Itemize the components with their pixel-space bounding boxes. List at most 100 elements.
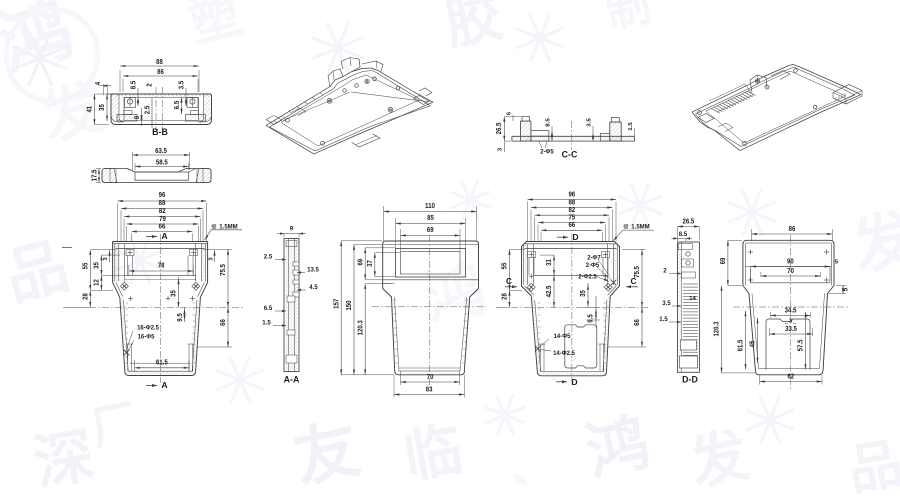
svg-text:70: 70: [427, 374, 434, 381]
svg-text:75: 75: [568, 214, 575, 221]
svg-text:2.5: 2.5: [145, 106, 152, 114]
svg-text:42.5: 42.5: [546, 286, 553, 298]
svg-text:C: C: [631, 277, 637, 286]
svg-text:B-B: B-B: [152, 127, 168, 137]
svg-text:鸿: 鸿: [581, 408, 656, 488]
svg-text:16-Φ2.5: 16-Φ2.5: [137, 325, 159, 332]
svg-text:3: 3: [789, 318, 793, 324]
svg-text:3: 3: [103, 256, 109, 260]
svg-text:66: 66: [220, 319, 227, 326]
svg-text:友: 友: [288, 412, 366, 496]
svg-text:79: 79: [159, 216, 166, 223]
svg-text:66: 66: [634, 319, 641, 326]
svg-text:34.5: 34.5: [785, 308, 797, 315]
svg-text:鸿: 鸿: [419, 255, 492, 333]
svg-text:2: 2: [663, 268, 667, 275]
svg-text:品: 品: [844, 433, 900, 500]
svg-text:2: 2: [147, 83, 154, 86]
svg-text:86: 86: [157, 69, 164, 76]
svg-text:8.5: 8.5: [546, 117, 552, 126]
svg-text:85: 85: [427, 215, 434, 222]
svg-text:69: 69: [357, 259, 364, 266]
svg-text:88: 88: [156, 59, 163, 66]
svg-text:、: 、: [505, 439, 557, 495]
svg-text:78: 78: [158, 263, 165, 270]
svg-text:35: 35: [99, 104, 106, 111]
svg-text:28: 28: [82, 293, 89, 300]
svg-text:2-Φ7: 2-Φ7: [587, 255, 601, 262]
svg-text:A-A: A-A: [284, 375, 300, 385]
svg-text:1.5: 1.5: [628, 121, 634, 130]
svg-text:28: 28: [502, 293, 509, 300]
svg-text:5: 5: [843, 288, 850, 291]
svg-text:75.5: 75.5: [634, 266, 641, 278]
svg-text:6: 6: [507, 111, 513, 115]
svg-text:83: 83: [426, 387, 433, 394]
svg-text:88: 88: [159, 200, 166, 207]
svg-text:9: 9: [290, 226, 294, 233]
svg-text:3.5: 3.5: [587, 117, 593, 126]
svg-text:35: 35: [171, 290, 178, 297]
svg-text:C-C: C-C: [562, 150, 578, 160]
svg-text:A: A: [161, 380, 167, 390]
svg-text:150: 150: [346, 300, 353, 310]
svg-text:2-Φ5: 2-Φ5: [540, 149, 554, 156]
svg-text:8.5: 8.5: [131, 81, 138, 89]
svg-text:110: 110: [425, 203, 435, 210]
svg-text:2-Φ2.5: 2-Φ2.5: [578, 273, 597, 280]
svg-text:63.5: 63.5: [155, 148, 167, 155]
svg-text:13.5: 13.5: [307, 267, 319, 274]
svg-text:14-Φ2.5: 14-Φ2.5: [553, 350, 575, 357]
svg-text:37: 37: [367, 260, 374, 267]
svg-text:胶: 胶: [439, 0, 507, 57]
svg-text:5: 5: [835, 260, 839, 266]
svg-text:壁: 壁: [623, 222, 628, 230]
svg-text:96: 96: [568, 191, 575, 198]
svg-text:临: 临: [399, 417, 467, 491]
svg-text:深: 深: [29, 421, 100, 497]
svg-text:14: 14: [689, 296, 697, 302]
svg-text:1.5: 1.5: [262, 320, 271, 327]
svg-text:3.5: 3.5: [179, 81, 186, 89]
svg-text:120.3: 120.3: [357, 320, 364, 335]
svg-text:41: 41: [86, 106, 93, 113]
svg-text:壁: 壁: [211, 222, 216, 230]
svg-text:D-D: D-D: [682, 375, 698, 385]
svg-text:4.5: 4.5: [309, 284, 318, 291]
svg-text:发: 发: [684, 422, 754, 498]
svg-text:26.5: 26.5: [683, 219, 695, 226]
svg-text:3.5: 3.5: [662, 300, 671, 307]
svg-text:45: 45: [750, 341, 757, 348]
svg-text:1.5MM: 1.5MM: [219, 223, 237, 230]
svg-text:C: C: [506, 277, 512, 286]
svg-text:9.5: 9.5: [177, 313, 184, 321]
svg-text:17.5: 17.5: [91, 170, 98, 182]
svg-text:9: 9: [134, 116, 141, 119]
svg-text:A: A: [161, 231, 167, 241]
svg-text:4: 4: [95, 82, 102, 85]
svg-text:9.5: 9.5: [588, 314, 595, 322]
svg-text:61.5: 61.5: [156, 360, 168, 367]
svg-text:厂: 厂: [86, 394, 142, 454]
svg-text:35: 35: [94, 262, 101, 269]
svg-text:96: 96: [159, 192, 166, 199]
svg-text:26.5: 26.5: [496, 123, 503, 135]
svg-text:33.5: 33.5: [785, 326, 797, 333]
svg-text:66: 66: [159, 223, 166, 230]
svg-text:16-Φ5: 16-Φ5: [138, 334, 155, 341]
svg-text:1.5: 1.5: [659, 316, 668, 323]
svg-text:31: 31: [546, 259, 553, 266]
svg-text:157: 157: [333, 299, 340, 309]
svg-text:55: 55: [82, 263, 89, 270]
svg-text:1.5MM: 1.5MM: [631, 223, 649, 230]
svg-text:35: 35: [580, 290, 587, 297]
svg-text:82: 82: [159, 208, 166, 215]
svg-text:69: 69: [427, 227, 434, 234]
svg-text:6.5: 6.5: [174, 101, 181, 109]
svg-text:2.5: 2.5: [264, 254, 273, 261]
svg-text:8.5: 8.5: [679, 232, 688, 238]
svg-text:120.3: 120.3: [714, 321, 721, 336]
svg-text:75.5: 75.5: [220, 264, 227, 276]
svg-text:D: D: [571, 377, 577, 387]
svg-text:86: 86: [789, 226, 796, 233]
